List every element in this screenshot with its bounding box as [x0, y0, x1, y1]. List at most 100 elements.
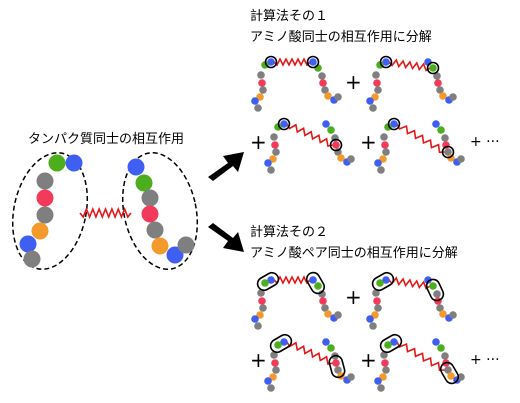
amino-acid-green — [274, 341, 282, 349]
amino-acid-green — [274, 123, 282, 131]
amino-acid-red — [434, 79, 442, 87]
amino-acid-gray — [254, 322, 262, 330]
amino-acid-gray — [141, 189, 159, 207]
interaction-spring — [286, 341, 334, 365]
amino-acid-gray — [334, 366, 342, 374]
amino-acid-gray — [382, 148, 390, 156]
amino-acid-blue — [432, 120, 440, 128]
amino-acid-gray — [369, 104, 377, 112]
amino-acid-gray — [369, 322, 377, 330]
amino-acid-red — [373, 297, 381, 305]
amino-acid-green — [384, 123, 392, 131]
highlight-ring — [387, 117, 401, 131]
amino-acid-gray — [377, 166, 385, 174]
amino-acid-blue — [127, 158, 145, 176]
amino-acid-red — [258, 297, 266, 305]
amino-acid-gray — [318, 72, 326, 80]
amino-acid-gray — [321, 304, 329, 312]
arrow-down-right — [208, 223, 244, 252]
amino-acid-blue — [280, 120, 288, 128]
amino-acid-red — [141, 205, 159, 223]
amino-acid-gray — [374, 304, 382, 312]
amino-acid-gray — [457, 373, 465, 381]
highlight-ring — [277, 117, 291, 131]
amino-acid-orange — [324, 310, 332, 318]
interaction-spring — [273, 275, 311, 285]
protein-boundary-right — [121, 152, 199, 270]
amino-acid-orange — [337, 154, 345, 162]
plus-sign: + — [360, 348, 377, 372]
amino-acid-gray — [267, 384, 275, 392]
amino-acid-gray — [146, 221, 164, 239]
amino-acid-green — [327, 126, 335, 134]
amino-acid-gray — [334, 93, 342, 101]
amino-acid-orange — [439, 92, 447, 100]
amino-acid-blue — [322, 120, 330, 128]
interaction-spring — [388, 58, 431, 72]
ellipsis: + ··· — [470, 352, 500, 368]
amino-acid-blue — [366, 97, 374, 105]
interaction-spring — [388, 276, 431, 290]
amino-acid-gray — [441, 352, 449, 360]
amino-acid-gray — [436, 304, 444, 312]
highlight-pair-ring — [371, 271, 395, 292]
amino-acid-blue — [267, 58, 275, 66]
amino-acid-green — [429, 64, 437, 72]
amino-acid-red — [271, 359, 279, 367]
amino-acid-red — [381, 359, 389, 367]
amino-acid-green — [376, 279, 384, 287]
amino-acid-blue — [19, 235, 37, 253]
highlight-ring — [379, 55, 393, 69]
amino-acid-orange — [151, 237, 169, 255]
amino-acid-gray — [444, 366, 452, 374]
amino-acid-red — [258, 79, 266, 87]
highlight-ring — [441, 145, 455, 159]
amino-acid-blue — [382, 58, 390, 66]
amino-acid-gray — [270, 351, 278, 359]
amino-acid-green — [314, 282, 322, 290]
amino-acid-gray — [334, 311, 342, 319]
interaction-spring — [396, 341, 446, 372]
highlight-pair-ring — [439, 361, 460, 385]
interaction-spring — [273, 57, 311, 67]
amino-acid-gray — [433, 72, 441, 80]
amino-acid-gray — [374, 86, 382, 94]
amino-acid-green — [261, 61, 269, 69]
plus-sign: + — [360, 130, 377, 154]
amino-acid-blue — [264, 159, 272, 167]
amino-acid-blue — [267, 276, 275, 284]
amino-acid-gray — [259, 86, 267, 94]
amino-acid-gray — [449, 311, 457, 319]
amino-acid-red — [381, 141, 389, 149]
highlight-pair-ring — [328, 354, 346, 379]
plus-sign: + — [250, 348, 267, 372]
amino-acid-red — [319, 79, 327, 87]
amino-acid-gray — [321, 86, 329, 94]
amino-acid-orange — [439, 310, 447, 318]
amino-acid-blue — [322, 338, 330, 346]
amino-acid-red — [271, 141, 279, 149]
method2-title-line2: アミノ酸ペア同士の相互作用に分解 — [250, 246, 458, 261]
amino-acid-blue — [309, 58, 317, 66]
amino-acid-orange — [324, 92, 332, 100]
amino-acid-orange — [447, 372, 455, 380]
highlight-pair-ring — [379, 333, 403, 354]
amino-acid-blue — [280, 338, 288, 346]
amino-acid-green — [327, 344, 335, 352]
amino-acid-red — [332, 141, 340, 149]
amino-acid-gray — [267, 166, 275, 174]
amino-acid-green — [261, 279, 269, 287]
protein-interaction-title: タンパク質同士の相互作用 — [28, 132, 185, 147]
method1-title-line2: アミノ酸同士の相互作用に分解 — [250, 30, 432, 45]
amino-acid-blue — [432, 338, 440, 346]
amino-acid-blue — [374, 159, 382, 167]
highlight-ring — [426, 61, 440, 75]
amino-acid-gray — [257, 289, 265, 297]
amino-acid-blue — [166, 246, 184, 264]
highlight-pair-ring — [256, 271, 280, 292]
amino-acid-blue — [251, 97, 259, 105]
amino-acid-blue — [65, 154, 83, 172]
amino-acid-blue — [251, 315, 259, 323]
